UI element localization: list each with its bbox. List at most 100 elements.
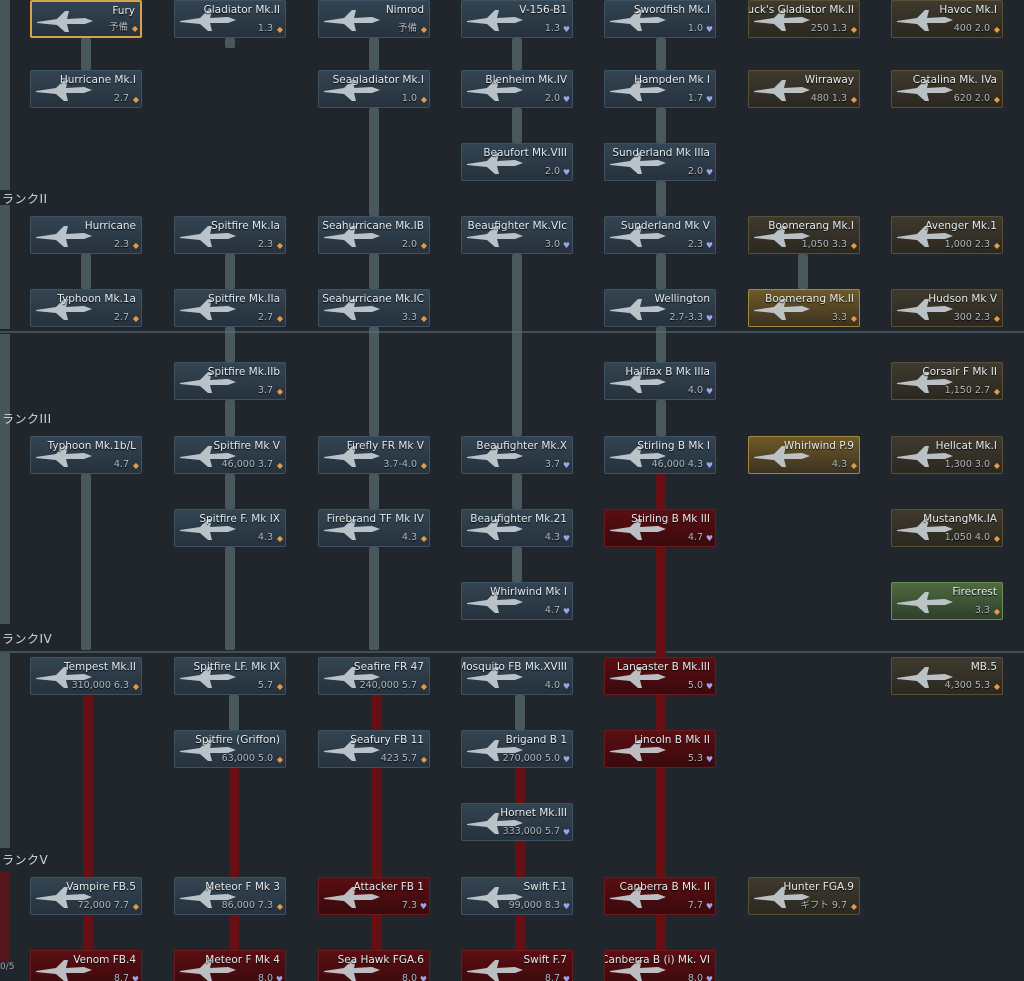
rank-bar-iii <box>0 334 10 624</box>
vehicle-name: Whirlwind P.9 <box>783 440 854 452</box>
vehicle-card[interactable]: Spitfire (Griffon)63,000 5.0◆ <box>174 730 286 768</box>
diamond-icon: ◆ <box>993 682 1000 691</box>
connector-line <box>369 108 379 216</box>
connector-line <box>225 474 235 509</box>
plane-icon <box>178 883 238 911</box>
plane-icon <box>178 222 238 250</box>
rank-separator-iv <box>0 651 1024 653</box>
vehicle-info: 333,000 5.7 <box>502 826 560 837</box>
vehicle-name: Gladiator Mk.II <box>203 4 280 16</box>
vehicle-name: Spitfire LF. Mk IX <box>193 661 280 673</box>
vehicle-name: Spitfire Mk V <box>213 440 280 452</box>
vehicle-name: MustangMk.IA <box>923 513 997 525</box>
plane-icon <box>322 515 382 543</box>
vehicle-name: Seahurricane Mk.IC <box>322 293 424 305</box>
plane-icon <box>608 6 668 34</box>
vehicle-info: 予備 <box>397 23 417 34</box>
vehicle-info: 250 1.3 <box>810 23 847 34</box>
diamond-icon: ◆ <box>132 241 139 250</box>
vehicle-info: 2.3 <box>687 239 703 250</box>
vehicle-name: Vampire FB.5 <box>66 881 136 893</box>
diamond-icon: ◆ <box>993 461 1000 470</box>
heart-icon: ♥ <box>705 387 713 396</box>
diamond-icon: ◆ <box>132 314 139 323</box>
vehicle-info: 4.7 <box>113 459 129 470</box>
diamond-icon: ◆ <box>850 241 857 250</box>
vehicle-name: Hornet Mk.III <box>500 807 567 819</box>
plane-icon <box>608 883 668 911</box>
heart-icon: ♥ <box>562 607 570 616</box>
heart-icon: ♥ <box>562 975 570 981</box>
plane-icon <box>895 442 955 470</box>
vehicle-info: 1.0 <box>687 23 703 34</box>
